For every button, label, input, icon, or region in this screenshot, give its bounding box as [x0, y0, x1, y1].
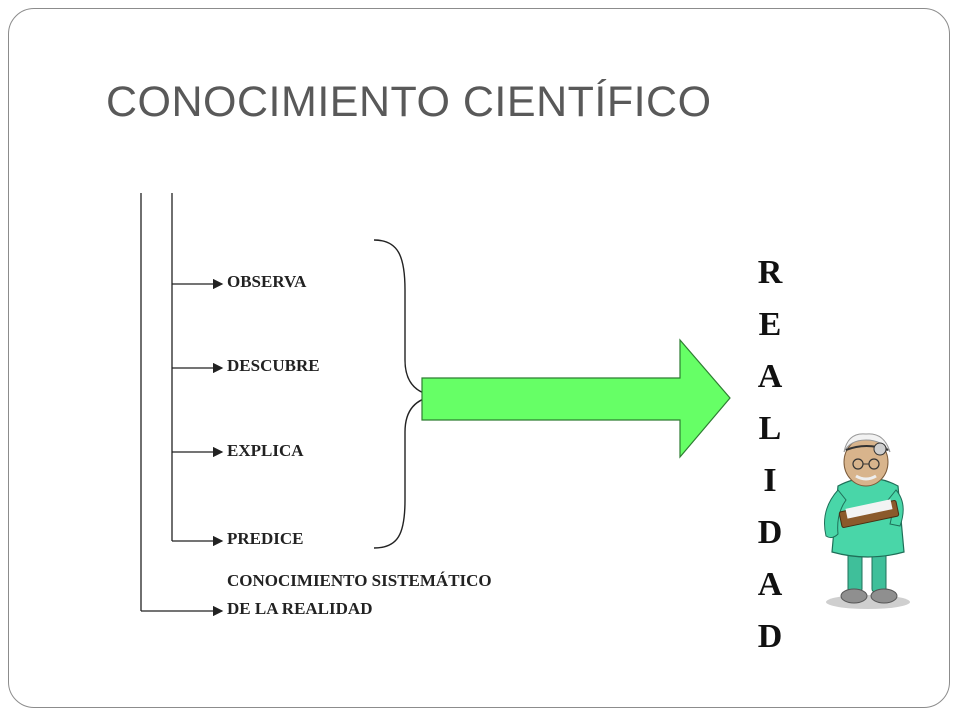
- realidad-letter: I: [763, 462, 777, 499]
- realidad-letter: D: [757, 618, 783, 655]
- summary-line-1: CONOCIMIENTO SISTEMÁTICO: [227, 571, 492, 590]
- realidad-letter: A: [757, 358, 783, 395]
- step-explica: EXPLICA: [227, 441, 304, 460]
- step-descubre: DESCUBRE: [227, 356, 320, 375]
- step-predice: PREDICE: [227, 529, 304, 548]
- realidad-letter: L: [758, 410, 782, 447]
- realidad-letter: E: [758, 306, 782, 343]
- realidad-letter: A: [757, 566, 783, 603]
- realidad-letter: D: [757, 514, 783, 551]
- slide-title: CONOCIMIENTO CIENTÍFICO: [106, 78, 712, 126]
- summary-text: CONOCIMIENTO SISTEMÁTICO DE LA REALIDAD: [227, 567, 492, 623]
- step-observa: OBSERVA: [227, 272, 307, 291]
- slide-frame: [8, 8, 950, 708]
- summary-line-2: DE LA REALIDAD: [227, 599, 373, 618]
- realidad-letter: R: [757, 254, 783, 291]
- realidad-vertical-word: R E A L I D A D: [750, 254, 790, 670]
- scientist-illustration: [824, 433, 910, 609]
- big-green-arrow: [421, 338, 731, 459]
